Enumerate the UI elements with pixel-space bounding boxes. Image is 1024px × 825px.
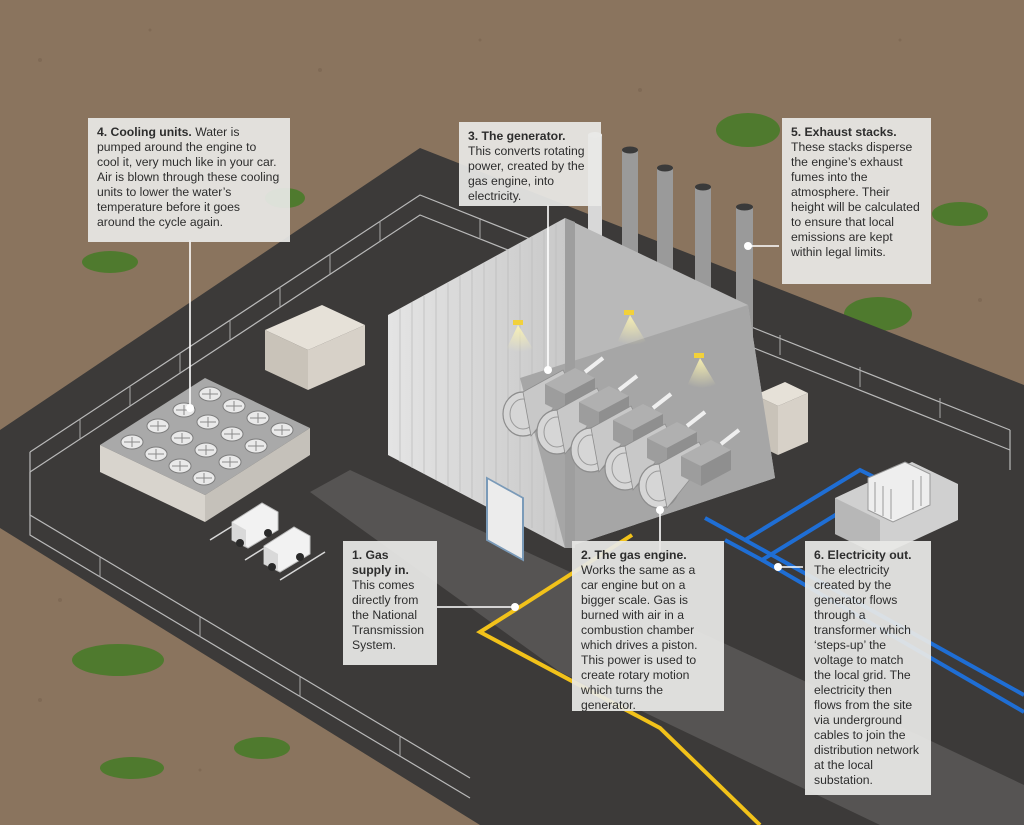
transformer [835, 461, 958, 556]
callout-title: 5. Exhaust stacks. [791, 125, 897, 139]
callout-body: Works the same as a car engine but on a … [581, 563, 698, 712]
bush [100, 757, 164, 779]
cooling-fan-icon [222, 398, 246, 414]
engine-generator-set [502, 356, 605, 437]
cooling-fan-icon [244, 438, 268, 454]
stack-2 [622, 150, 638, 270]
cooling-fans [120, 386, 294, 486]
bush [932, 202, 988, 226]
callout-body: This comes directly from the National Tr… [352, 578, 425, 652]
cooling-units [100, 378, 310, 522]
hall-lamps [505, 310, 718, 388]
cooling-fan-icon [220, 426, 244, 442]
callout-body: This converts rotating power, created by… [468, 144, 585, 203]
callout-electricity-out: 6. Electricity out. The electricity crea… [805, 541, 931, 795]
bush [716, 113, 780, 147]
stack-4 [695, 187, 711, 307]
van-1 [231, 502, 279, 549]
fence-posts [79, 218, 941, 757]
bush [72, 644, 164, 676]
cooling-fan-icon [246, 410, 270, 426]
callout-title: 2. The gas engine. [581, 548, 687, 562]
cooling-fan-icon [144, 446, 168, 462]
van-2 [263, 526, 311, 573]
callout-generator: 3. The generator. This converts rotating… [459, 122, 601, 206]
callout-body: Water is pumped around the engine to coo… [97, 125, 280, 229]
cooling-fan-icon [168, 458, 192, 474]
cooling-fan-icon [198, 386, 222, 402]
cooling-fan-icon [192, 470, 216, 486]
cooling-fan-icon [170, 430, 194, 446]
leader-lines [189, 205, 803, 608]
bush [234, 737, 290, 759]
callout-gas-engine: 2. The gas engine. Works the same as a c… [572, 541, 724, 712]
callout-gas-supply: 1. Gas supply in. This comes directly fr… [343, 541, 437, 665]
hall-front-wall [388, 218, 565, 548]
engine-generator-set [638, 428, 741, 509]
callout-title: 4. Cooling units. [97, 125, 192, 139]
engine-hall [388, 218, 775, 562]
callout-exhaust-stacks: 5. Exhaust stacks. These stacks disperse… [782, 118, 931, 284]
cooling-fan-icon [194, 442, 218, 458]
cooling-fan-icon [146, 418, 170, 434]
stack-3 [657, 168, 673, 288]
callout-title: 1. Gas supply in. [352, 548, 409, 577]
bush [82, 251, 138, 273]
cooling-fan-icon [120, 434, 144, 450]
callout-body: The electricity created by the generator… [814, 563, 919, 787]
cooling-fan-icon [218, 454, 242, 470]
engine-generator-set [570, 392, 673, 473]
perimeter-fence [29, 194, 1011, 799]
leader-dots [186, 242, 782, 611]
callout-body: These stacks disperse the engine’s exhau… [791, 140, 920, 259]
cooling-fan-icon [270, 422, 294, 438]
gas-pipe [476, 608, 762, 825]
engine-sets [502, 356, 741, 509]
outbuilding-left [265, 305, 365, 390]
callout-title: 3. The generator. [468, 129, 566, 143]
callout-cooling-units: 4. Cooling units. Water is pumped around… [88, 118, 290, 242]
callout-title: 6. Electricity out. [814, 548, 912, 562]
cooling-fan-icon [196, 414, 220, 430]
hall-door [486, 476, 524, 562]
